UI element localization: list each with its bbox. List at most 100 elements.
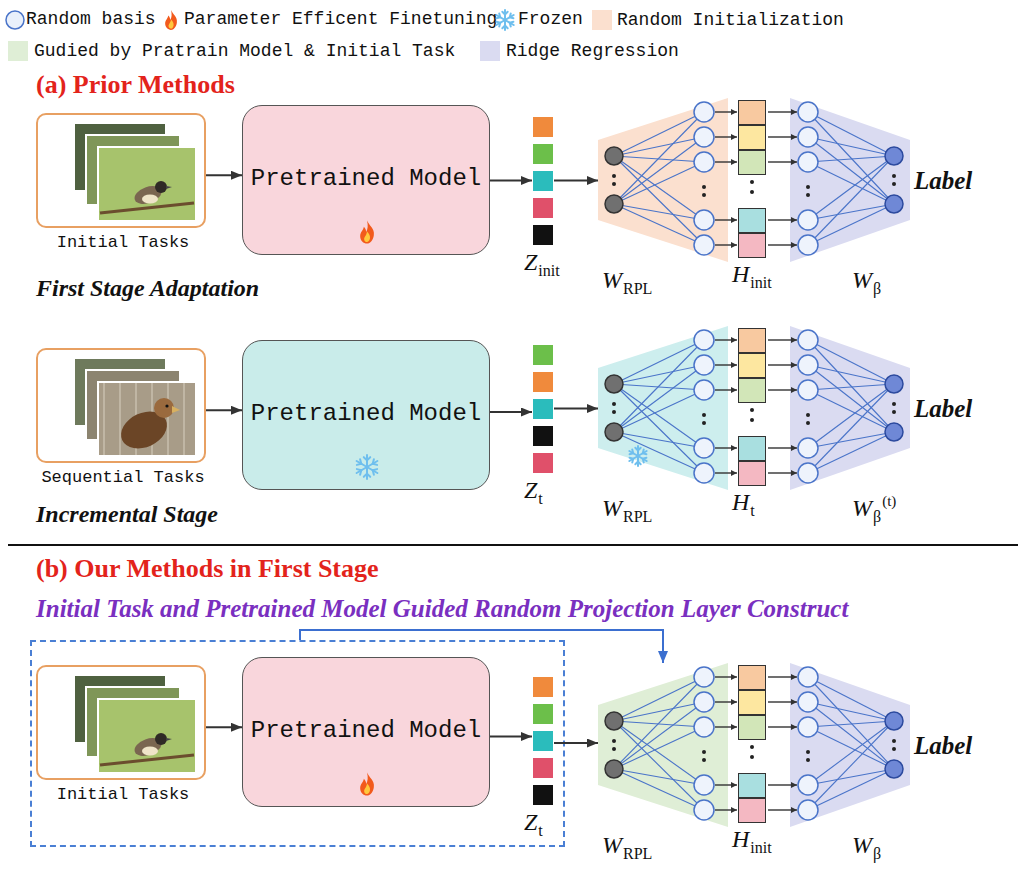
arrow-connector [206, 726, 242, 728]
neuron [605, 375, 623, 393]
neuron [798, 127, 818, 147]
ellipsis-dot [612, 410, 616, 414]
neuron-arrow [715, 809, 737, 810]
weight-line [808, 365, 894, 432]
symbol-part: W [602, 267, 622, 293]
neuron [798, 102, 818, 122]
math-label: Hinit [732, 260, 772, 291]
eagle-beak [172, 406, 180, 413]
weight-line [808, 112, 894, 204]
neuron [798, 717, 818, 737]
neuron-arrow [768, 701, 797, 702]
bird-belly [142, 747, 158, 756]
hidden-features: Ht [738, 328, 766, 486]
ellipsis-dot [702, 758, 706, 762]
weight-line [614, 204, 704, 220]
ellipsis-dot [612, 402, 616, 406]
weight-line [808, 390, 894, 432]
photo-front [98, 699, 196, 773]
weight-line [614, 112, 704, 204]
legend-text: Gudied by Pratrain Model & Initial Task [34, 40, 455, 62]
ridge-trapezoid [790, 663, 910, 827]
weight-line [808, 384, 894, 473]
ridge-graphic [790, 98, 910, 262]
random-basis-symbol [6, 11, 24, 29]
output-label: Label [914, 394, 972, 423]
math-label: Hinit [732, 825, 772, 856]
neuron-arrow [715, 339, 737, 340]
feature-vector: Zt [532, 345, 554, 473]
task-image-box: Initial Tasks [36, 113, 206, 228]
weight-line [614, 162, 704, 204]
task-image-box: Initial Tasks [36, 665, 206, 780]
bird-belly [142, 195, 158, 204]
symbol-part: β [873, 508, 881, 525]
symbol-part: RPL [623, 280, 652, 297]
weight-line [808, 721, 894, 810]
ellipsis-dot [806, 185, 810, 189]
feature-square [533, 345, 553, 365]
neuron-arrow [768, 472, 797, 473]
neuron-arrow [768, 676, 797, 677]
method-title: Initial Task and Pretrained Model Guided… [36, 594, 848, 623]
feature-cell [738, 665, 766, 690]
weight-line [614, 721, 704, 727]
legend-swatch [592, 10, 612, 30]
legend-icon-graphic [494, 9, 516, 31]
hidden-features: Hinit [738, 100, 766, 258]
weight-line [614, 204, 704, 245]
task-label: Sequential Tasks [28, 468, 218, 487]
neuron-arrow [715, 161, 737, 162]
snowflake-branch [642, 450, 645, 454]
flame-icon [360, 220, 374, 243]
neuron-arrow [768, 809, 797, 810]
arrow-connector [490, 411, 532, 413]
neuron [694, 800, 714, 820]
neuron [605, 423, 623, 441]
snowflake-arm [496, 15, 513, 25]
flame-icon [360, 772, 374, 795]
weight-line [808, 702, 894, 769]
symbol-part: init [538, 262, 559, 279]
ellipsis-dot [750, 408, 754, 412]
symbol-part: t [538, 490, 542, 507]
neuron [885, 375, 903, 393]
neuron [798, 692, 818, 712]
arrow-connector [554, 408, 598, 410]
feature-cell [738, 690, 766, 715]
feature-square [533, 453, 553, 473]
feature-vector: Zinit [532, 117, 554, 245]
snowflake-branch [510, 21, 514, 24]
ellipsis-dot [806, 193, 810, 197]
ellipsis-dot [892, 174, 896, 178]
legend-text: Random Initialization [617, 9, 844, 31]
symbol-part: W [602, 495, 622, 521]
output-label: Label [914, 731, 972, 760]
snowflake-branch [509, 14, 512, 18]
ridge-trapezoid [790, 326, 910, 490]
photo-illustration [38, 667, 204, 778]
flame-icon [165, 10, 177, 30]
weight-line [614, 340, 704, 384]
projection-graphic [598, 663, 728, 827]
math-label: WRPL [602, 831, 652, 862]
weight-line [808, 340, 894, 432]
legend-icon [4, 9, 26, 31]
section-heading: (b) Our Methods in First Stage [36, 554, 379, 584]
neuron-arrow [768, 244, 797, 245]
feature-square [533, 117, 553, 137]
snowflake-icon [629, 446, 646, 466]
neuron [798, 463, 818, 483]
arrow-connector [206, 174, 242, 176]
feature-cell [738, 773, 766, 798]
branch [100, 203, 194, 213]
arrow-connector [554, 180, 598, 182]
weight-line [808, 677, 894, 721]
projection-graphic [598, 98, 728, 262]
symbol-part: H [732, 826, 749, 852]
ellipsis-dot [806, 413, 810, 417]
ellipsis-graphic [738, 100, 766, 258]
neuron [694, 355, 714, 375]
neuron-arrow [768, 339, 797, 340]
feature-square [533, 144, 553, 164]
